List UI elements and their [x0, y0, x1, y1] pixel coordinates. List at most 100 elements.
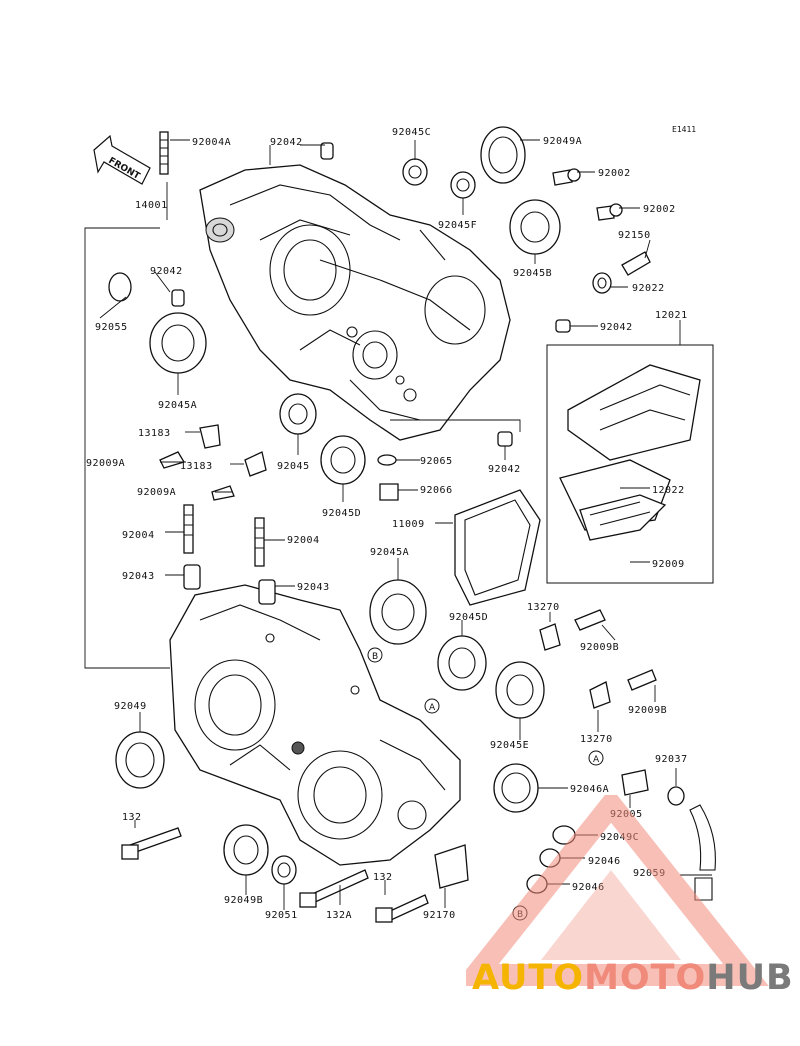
label-92055: 92055 — [95, 322, 128, 333]
bearing-92045E — [495, 661, 545, 719]
label-92002-a: 92002 — [598, 168, 631, 179]
label-92009: 92009 — [652, 559, 685, 570]
stud-92004 — [183, 504, 194, 554]
screw-92009B2 — [627, 669, 657, 691]
washer-92065 — [377, 454, 397, 466]
svg-text:A: A — [429, 703, 436, 713]
watermark-logo — [466, 795, 769, 986]
label-92004A: 92004A — [192, 137, 231, 148]
bearing-92045A-upper — [149, 312, 207, 374]
seal-92049A — [480, 126, 526, 184]
label-92042-d: 92042 — [488, 464, 521, 475]
bearing-92045 — [279, 393, 317, 435]
label-92004-b: 92004 — [287, 535, 320, 546]
callout-a-lower — [424, 698, 440, 714]
label-92046A: 92046A — [570, 784, 609, 795]
label-92049: 92049 — [114, 701, 147, 712]
label-92066: 92066 — [420, 485, 453, 496]
bolt-132A — [309, 869, 369, 904]
clip-92037 — [667, 786, 685, 806]
bearing-92045D-upper — [320, 435, 366, 485]
watermark-text: AUTOMOTOHUB — [472, 958, 794, 998]
label-12021: 12021 — [655, 310, 688, 321]
label-92022: 92022 — [632, 283, 665, 294]
bracket-13183a — [199, 424, 221, 449]
screw-92009A2 — [211, 485, 235, 501]
label-12022: 12022 — [652, 485, 685, 496]
bolt-132b — [387, 894, 429, 921]
reed-valve-assembly — [559, 364, 701, 541]
label-92046-a: 92046 — [588, 856, 621, 867]
bracket-13183b — [244, 451, 267, 477]
clamp-92170 — [434, 844, 469, 889]
front-arrow-icon: FRONT — [93, 134, 151, 185]
label-92045B: 92045B — [513, 268, 552, 279]
reed-valve-box — [546, 344, 714, 584]
label-92042-c: 92042 — [150, 266, 183, 277]
label-92002-b: 92002 — [643, 204, 676, 215]
stud-92004A — [159, 131, 169, 175]
label-13270-b: 13270 — [580, 734, 613, 745]
label-92045F: 92045F — [438, 220, 477, 231]
fitting-92005 — [621, 769, 649, 796]
label-132A: 132A — [326, 910, 352, 921]
seal-92049 — [115, 731, 165, 789]
plug-92066 — [379, 483, 399, 501]
oil-seals — [108, 126, 612, 894]
diagram-code: E1411 — [672, 125, 696, 134]
dowel-92042d — [497, 431, 513, 447]
lower-crankcase — [169, 584, 461, 866]
label-92051: 92051 — [265, 910, 298, 921]
label-132-b: 132 — [373, 872, 393, 883]
label-92037: 92037 — [655, 754, 688, 765]
dowel-92042b — [555, 319, 571, 333]
dowel-92043 — [183, 564, 201, 590]
o-ring-92055 — [108, 272, 132, 302]
gasket — [454, 489, 541, 606]
label-92045D-lower: 92045D — [449, 612, 488, 623]
bearing-92045D-lower — [437, 635, 487, 691]
label-92045E: 92045E — [490, 740, 529, 751]
label-92150: 92150 — [618, 230, 651, 241]
watermark-part2: MOTO — [584, 958, 707, 998]
label-11009: 11009 — [392, 519, 425, 530]
label-92009B: 92009B — [580, 642, 619, 653]
screw-92009B — [574, 609, 606, 631]
bearing-92045A-lower — [369, 579, 427, 645]
label-92049A: 92049A — [543, 136, 582, 147]
label-13183-a: 13183 — [138, 428, 171, 439]
stud-92004b — [254, 517, 265, 567]
label-92042-a: 92042 — [270, 137, 303, 148]
watermark-part1: AUTO — [472, 958, 585, 998]
label-14001: 14001 — [135, 200, 168, 211]
seal-92051 — [271, 855, 297, 885]
bearing-92045B — [509, 199, 561, 255]
callout-b-upper — [367, 647, 383, 663]
label-92043-b: 92043 — [297, 582, 330, 593]
label-92009A-2: 92009A — [137, 487, 176, 498]
label-92049C: 92049C — [600, 832, 639, 843]
label-92042-b: 92042 — [600, 322, 633, 333]
label-92045: 92045 — [277, 461, 310, 472]
seal-92049B — [223, 824, 269, 876]
label-132: 132 — [122, 812, 142, 823]
label-92049B: 92049B — [224, 895, 263, 906]
dowel-92042c — [171, 289, 185, 307]
label-92059: 92059 — [633, 868, 666, 879]
label-92009A: 92009A — [86, 458, 125, 469]
label-92045A-lower: 92045A — [370, 547, 409, 558]
label-92045A-upper: 92045A — [158, 400, 197, 411]
label-92043: 92043 — [122, 571, 155, 582]
svg-text:B: B — [372, 652, 378, 662]
label-92046-b: 92046 — [572, 882, 605, 893]
label-13183-b: 13183 — [180, 461, 213, 472]
bearing-92045C — [402, 158, 428, 186]
label-13270-a: 13270 — [527, 602, 560, 613]
washer-92022 — [592, 272, 612, 294]
leader-lines — [84, 139, 712, 910]
bracket-13270a — [539, 623, 561, 651]
label-92065: 92065 — [420, 456, 453, 467]
label-92045D-upper: 92045D — [322, 508, 361, 519]
screw-92002a — [552, 169, 573, 186]
